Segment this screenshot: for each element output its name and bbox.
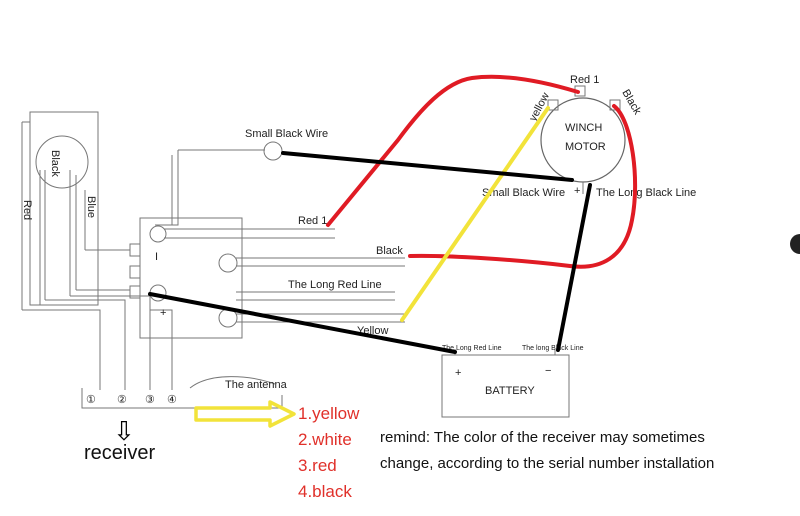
red1-left-label: Red 1 bbox=[298, 215, 327, 227]
long-black-line-label: The Long Black Line bbox=[596, 187, 696, 199]
small-black-wire-right-label: Small Black Wire bbox=[482, 187, 565, 199]
controller-blue-label: Blue bbox=[85, 196, 97, 218]
black-left-label: Black bbox=[376, 245, 403, 257]
down-arrow-icon: ⇩ bbox=[113, 417, 135, 447]
yellow-wire bbox=[400, 106, 550, 322]
terminal-1: ① bbox=[86, 394, 96, 406]
battery-minus-label: − bbox=[545, 365, 551, 377]
controller-black-label: Black bbox=[49, 150, 61, 177]
color-list: 1.yellow 2.white 3.red 4.black bbox=[298, 404, 360, 501]
color-item-2: 2.white bbox=[298, 430, 352, 449]
battery bbox=[441, 349, 570, 418]
winch-label: WINCH bbox=[565, 122, 602, 134]
terminal-4: ④ bbox=[167, 394, 177, 406]
remind-line-1: remind: The color of the receiver may so… bbox=[380, 429, 705, 446]
red1-top-label: Red 1 bbox=[570, 74, 599, 86]
battery-label: BATTERY bbox=[485, 385, 535, 397]
battery-long-black-label: The long Black Line bbox=[522, 345, 584, 352]
terminal-3: ③ bbox=[145, 394, 155, 406]
long-black-line-wire bbox=[556, 183, 592, 352]
long-red-line-label: The Long Red Line bbox=[288, 279, 382, 291]
terminal-2: ② bbox=[117, 394, 127, 406]
yellow-arrow-icon bbox=[194, 400, 296, 428]
edge-circle bbox=[790, 234, 800, 254]
solenoid-plus-label: + bbox=[160, 307, 166, 319]
small-black-wire-top-label: Small Black Wire bbox=[245, 128, 328, 140]
solenoid-minus-label: I bbox=[155, 251, 158, 263]
black-red-wire bbox=[408, 104, 638, 269]
antenna-label: The antenna bbox=[225, 379, 288, 391]
gray-wires bbox=[22, 149, 265, 390]
receiver-label: receiver bbox=[84, 442, 155, 464]
long-red-battery-wire bbox=[148, 292, 457, 354]
battery-long-red-label: The Long Red Line bbox=[442, 345, 502, 352]
motor-label: MOTOR bbox=[565, 141, 606, 153]
red1-wire bbox=[326, 74, 580, 227]
black-motor-label: Black bbox=[619, 88, 643, 118]
receiver-strip bbox=[81, 376, 283, 409]
solenoid-box bbox=[129, 217, 405, 339]
colored-wires bbox=[148, 74, 638, 354]
motor-plus-label: + bbox=[574, 185, 580, 197]
small-black-wire-terminal bbox=[263, 141, 283, 161]
remind-line-2: change, according to the serial number i… bbox=[380, 455, 714, 472]
controller-box bbox=[21, 111, 99, 310]
battery-plus-label: + bbox=[455, 367, 461, 379]
color-item-3: 3.red bbox=[298, 456, 337, 475]
color-item-1: 1.yellow bbox=[298, 404, 360, 423]
small-black-wire bbox=[281, 151, 574, 182]
color-item-4: 4.black bbox=[298, 482, 352, 501]
controller-red-label: Red bbox=[21, 200, 33, 220]
